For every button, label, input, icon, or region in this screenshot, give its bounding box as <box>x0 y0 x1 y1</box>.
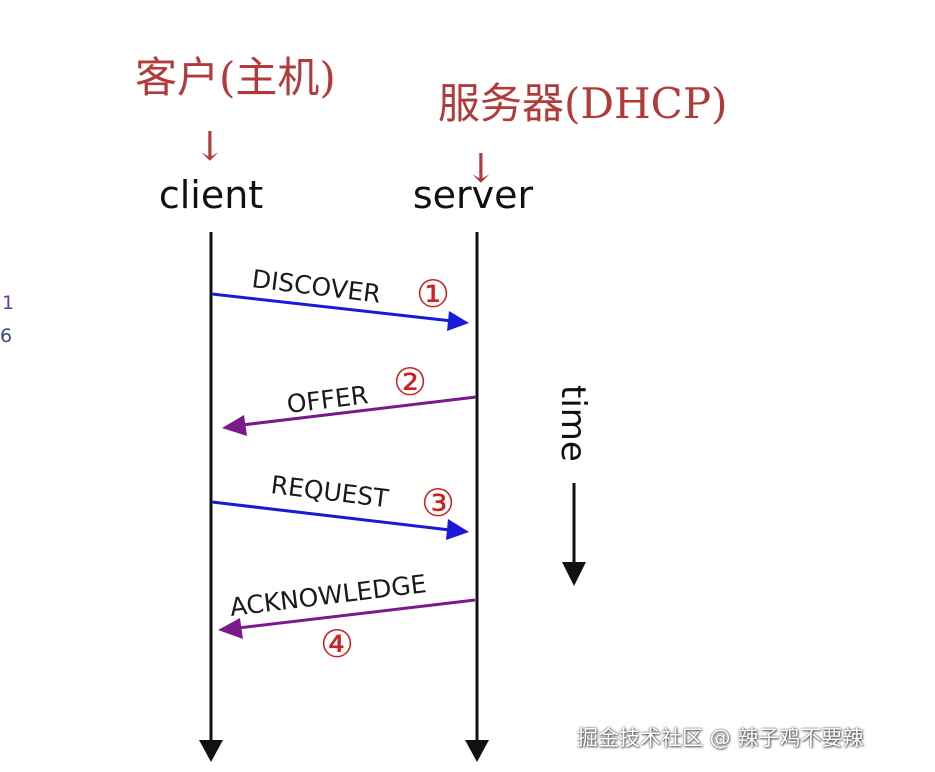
acknowledge-step-number: ④ <box>320 622 354 666</box>
server-handwritten-note: 服务器(DHCP) <box>438 79 727 128</box>
cropped-side-text-1: .1 <box>0 292 14 314</box>
message-request: REQUEST ③ <box>211 470 469 540</box>
offer-label: OFFER <box>285 380 370 419</box>
server-label: server <box>413 173 534 217</box>
cropped-side-text-2: 6 <box>0 325 12 347</box>
time-label: time <box>553 385 593 462</box>
client-handwritten-arrow: ↓ <box>193 124 227 170</box>
client-label: client <box>159 173 263 217</box>
request-label: REQUEST <box>269 470 390 513</box>
time-axis: time <box>553 385 593 586</box>
message-acknowledge: ACKNOWLEDGE ④ <box>218 569 476 666</box>
discover-step-number: ① <box>416 272 450 316</box>
request-step-number: ③ <box>421 481 455 525</box>
acknowledge-label: ACKNOWLEDGE <box>228 569 428 622</box>
offer-step-number: ② <box>393 360 427 404</box>
client-lifeline <box>199 232 223 762</box>
server-lifeline <box>465 232 489 762</box>
discover-label: DISCOVER <box>250 264 382 309</box>
server-handwritten-arrow: ↓ <box>464 146 498 192</box>
watermark-text: 掘金技术社区 @ 辣子鸡不要辣 <box>577 726 864 750</box>
message-offer: OFFER ② <box>222 360 477 436</box>
message-discover: DISCOVER ① <box>211 264 469 331</box>
client-handwritten-note: 客户(主机) <box>135 53 336 102</box>
